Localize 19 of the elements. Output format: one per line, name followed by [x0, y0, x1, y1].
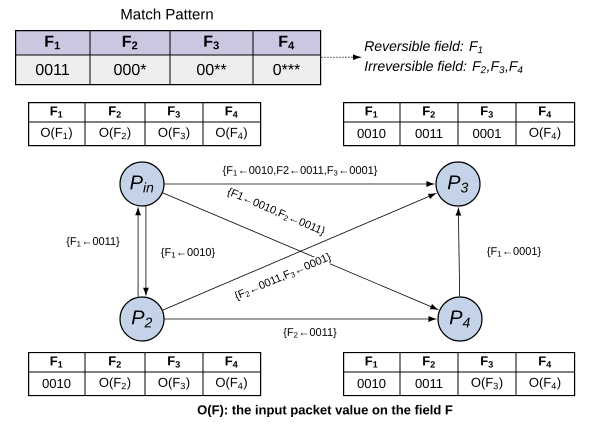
edge-label: {F$_{1}$←0010} [160, 246, 216, 260]
note-text: Reversible field: F$_{1}$ Irreversible field: F$_{2}$,F$_{3}$,F$_{4}$ [364, 40, 522, 74]
table: F$_{1}$ F$_{2}$ F$_{3}$ F$_{4}$ 0010 0011 O(F$_{3}$) O(F$_{4}$) [342, 351, 576, 396]
table: Match Pattern F$_{1}$ F$_{2}$ F$_{3}$ F$_{4}$ 0011 000* 00** 0*** [14, 8, 322, 86]
table: F$_{1}$ F$_{2}$ F$_{3}$ F$_{4}$ O(F$_{1}$) O(F$_{2}$) O(F$_{3}$) O(F$_{4}$) [28, 102, 262, 146]
arrow [320, 54, 361, 60]
node-label: Match Pattern [122, 8, 213, 20]
edge-label: {F$_{1}$←0011} [65, 236, 121, 248]
edge-label: {F$_{1}$←0010,F2←0011,F$_{3}$←0001} [222, 164, 378, 178]
arrow [456, 208, 462, 297]
arrow [164, 316, 436, 322]
table: F$_{1}$ F$_{2}$ F$_{3}$ F$_{4}$ 0010 0011 0001 O(F$_{4}$) [342, 102, 576, 146]
caption: O(F): the input packet value on the field F [198, 404, 452, 418]
arrow [164, 181, 434, 187]
table: F$_{1}$ F$_{2}$ F$_{3}$ F$_{4}$ 0010 O(F$_{2}$) O(F$_{3}$) O(F$_{4}$) [28, 351, 262, 396]
edge-label: {F$_{2}$←0011} [282, 326, 338, 340]
arrow [135, 208, 141, 298]
edge-label: {F$_{1}$←0001} [486, 246, 542, 258]
arrow [143, 206, 149, 296]
